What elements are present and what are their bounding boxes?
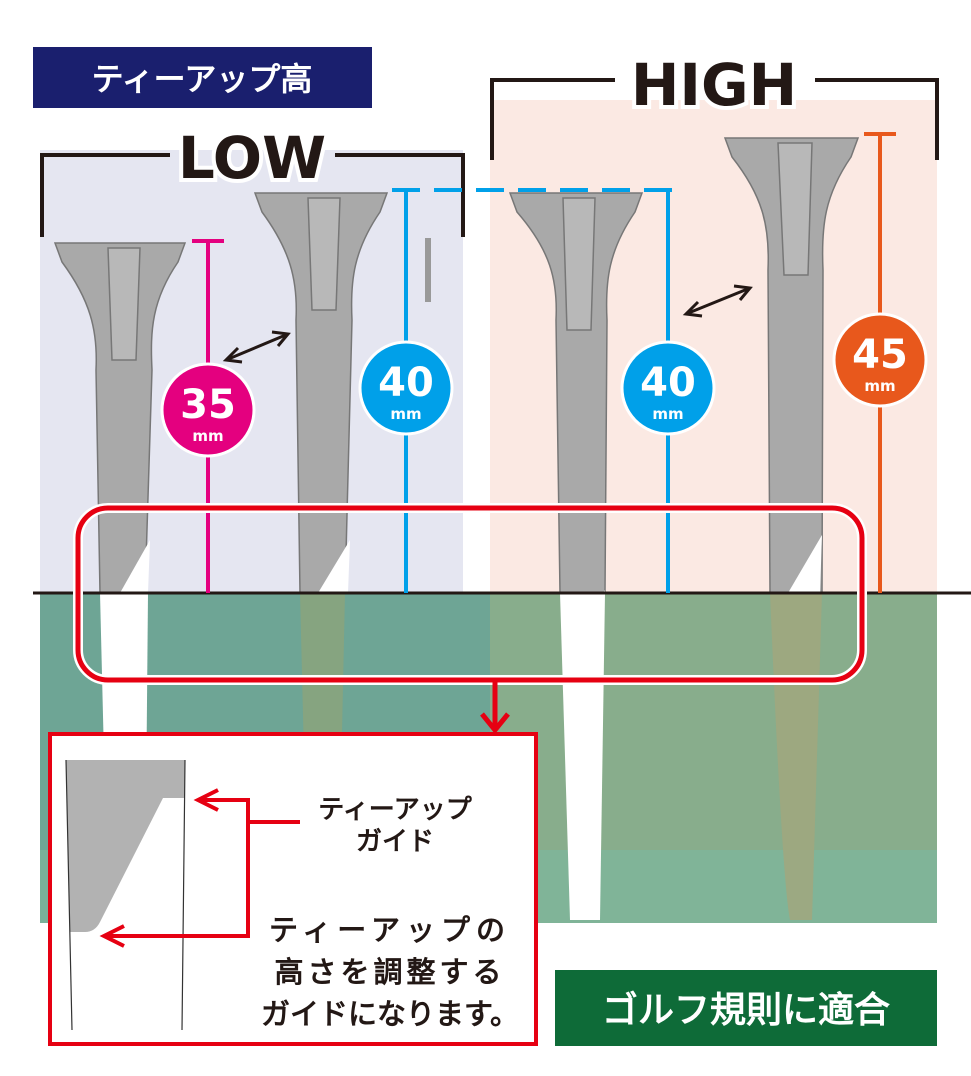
measure-40mm-high: 40 mm <box>620 190 716 593</box>
double-arrow-icon <box>222 330 291 364</box>
guide-description: 高さを調整する <box>274 955 505 989</box>
tee3-buried-stem <box>560 593 605 920</box>
measure-value: 35 <box>180 382 236 428</box>
double-arrow-icon <box>682 284 753 318</box>
high-bracket <box>490 78 939 160</box>
guide-highlight <box>75 505 865 683</box>
measure-unit: mm <box>390 405 421 423</box>
measure-value: 45 <box>852 332 908 378</box>
tee4-buried-stem <box>770 593 822 920</box>
measure-value: 40 <box>378 360 434 406</box>
rules-conformance-badge: ゴルフ規則に適合 <box>555 970 937 1046</box>
guide-description: ガイドになります。 <box>261 997 519 1031</box>
guide-label: ティーアップ <box>318 795 472 825</box>
measure-45mm: 45 mm <box>832 132 928 593</box>
low-label: LOW <box>178 124 326 192</box>
tee-4 <box>723 137 860 594</box>
measure-35mm: 35 mm <box>160 239 256 593</box>
inset-tee-guide <box>66 760 185 932</box>
high-label: HIGH <box>631 51 797 119</box>
guide-arrows <box>99 788 300 948</box>
measure-unit: mm <box>192 427 223 445</box>
measure-40mm-low: 40 mm <box>358 190 454 593</box>
measure-unit: mm <box>652 405 683 423</box>
measure-unit: mm <box>864 377 895 395</box>
rules-badge-text: ゴルフ規則に適合 <box>602 989 890 1031</box>
title-badge: ティーアップ高 <box>33 47 372 108</box>
title-text: ティーアップ高 <box>92 60 313 98</box>
guide-label: ガイド <box>356 827 434 857</box>
inset-detail: ティーアップ ガイド ティーアップの 高さを調整する ガイドになります。 <box>48 732 538 1046</box>
low-bracket <box>40 153 465 237</box>
tick-mark <box>425 238 431 302</box>
guide-description: ティーアップの <box>269 913 511 947</box>
arrow-down-icon <box>480 680 510 734</box>
measure-value: 40 <box>640 360 696 406</box>
